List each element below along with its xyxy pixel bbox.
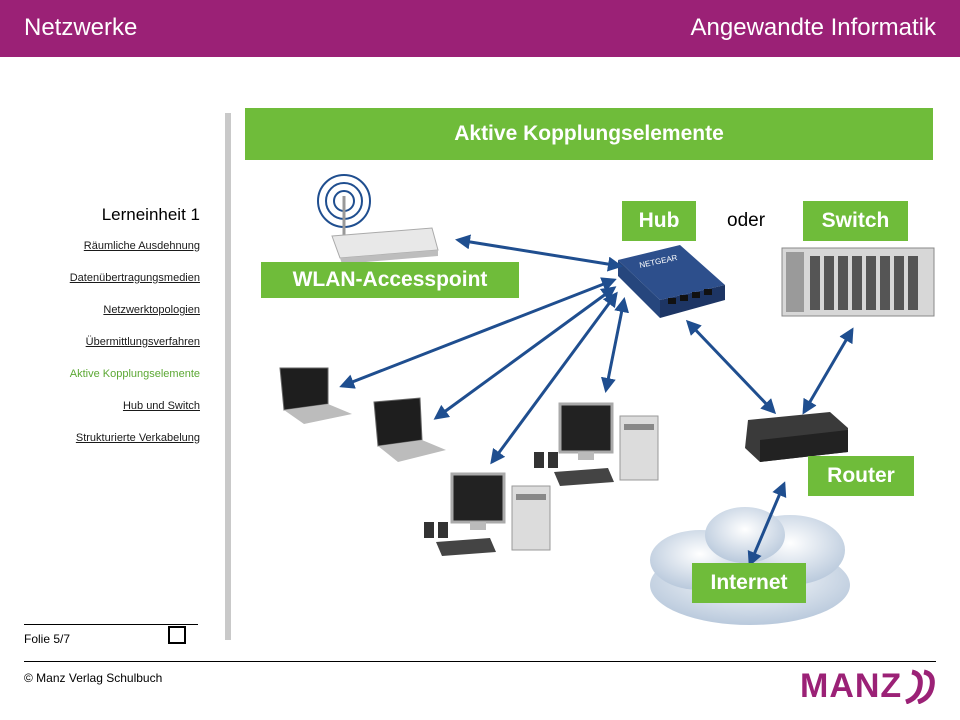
copyright-text: © Manz Verlag Schulbuch [24, 671, 163, 685]
hub-label: Hub [622, 201, 696, 241]
router-device [745, 412, 848, 462]
hub-device: NETGEAR [618, 245, 725, 318]
svg-text:MANZ: MANZ [800, 667, 902, 704]
sidebar-item-raeumliche-ausdehnung[interactable]: Räumliche Ausdehnung [83, 240, 200, 252]
footer-divider [24, 661, 936, 662]
footer-divider-short [24, 624, 198, 625]
sidebar-unit-title: Lerneinheit 1 [101, 205, 200, 224]
manz-logo[interactable]: MANZ [800, 664, 940, 704]
oder-text: oder [727, 210, 766, 231]
internet-label: Internet [692, 563, 806, 603]
sidebar-item-uebermittlungsverfahren[interactable]: Übermittlungsverfahren [85, 336, 200, 348]
next-slide-button[interactable] [168, 626, 186, 644]
wlan-accesspoint-label: WLAN-Accesspoint [261, 262, 519, 298]
wlan-accesspoint-device [317, 174, 439, 264]
sidebar: Lerneinheit 1 Räumliche Ausdehnung Daten… [30, 205, 200, 463]
connection-arrows [339, 234, 854, 567]
switch-label: Switch [803, 201, 908, 241]
header-bar: Netzwerke Angewandte Informatik [0, 0, 960, 57]
desktop-computer-1 [534, 402, 659, 486]
router-label: Router [808, 456, 914, 496]
sidebar-item-hub-und-switch[interactable]: Hub und Switch [122, 400, 200, 412]
slide-counter: Folie 5/7 [24, 632, 71, 646]
sidebar-item-strukturierte-verkabelung[interactable]: Strukturierte Verkabelung [75, 432, 200, 444]
switch-device [781, 247, 935, 317]
header-right-title: Angewandte Informatik [690, 14, 936, 41]
laptop-2 [373, 397, 446, 462]
sidebar-item-aktive-kopplungselemente[interactable]: Aktive Kopplungselemente [69, 368, 200, 380]
sidebar-item-datenuebertragungsmedien[interactable]: Datenübertragungsmedien [69, 272, 200, 284]
sidebar-divider [225, 113, 231, 640]
slide-title: Aktive Kopplungselemente [245, 108, 933, 160]
header-left-title: Netzwerke [24, 14, 138, 41]
laptop-1 [279, 367, 352, 424]
desktop-computer-2 [424, 472, 551, 556]
sidebar-item-netzwerktopologien[interactable]: Netzwerktopologien [103, 304, 200, 316]
